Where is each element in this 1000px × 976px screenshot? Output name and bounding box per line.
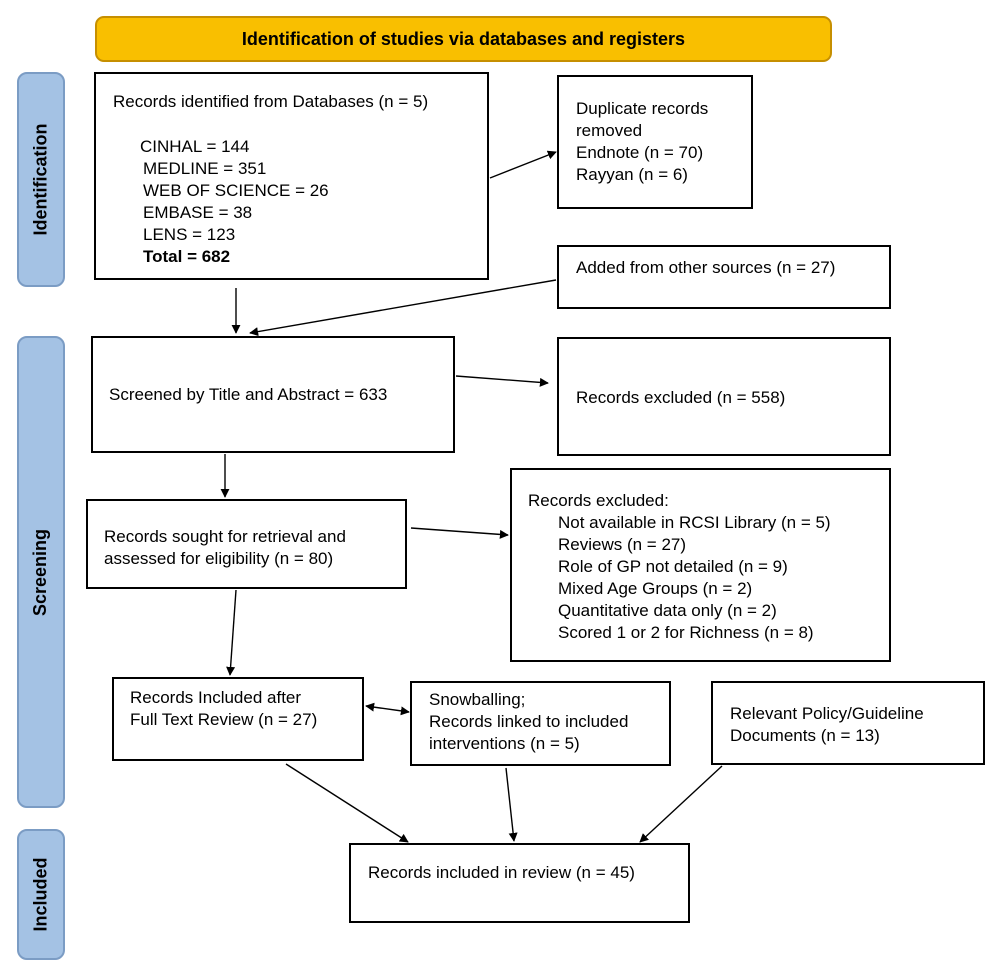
excluded-tiab-box: Records excluded (n = 558) bbox=[557, 337, 891, 456]
excluded-reason: Role of GP not detailed (n = 9) bbox=[558, 557, 788, 576]
arrow-fulltext-to-final bbox=[285, 763, 409, 843]
arrow-policy-to-final bbox=[639, 765, 723, 843]
excluded-reason: Reviews (n = 27) bbox=[558, 535, 687, 554]
excluded-full-heading: Records excluded: bbox=[528, 491, 669, 510]
excluded-reason: Scored 1 or 2 for Richness (n = 8) bbox=[558, 623, 814, 642]
header-banner: Identification of studies via databases … bbox=[95, 16, 832, 62]
final-included-text: Records included in review (n = 45) bbox=[368, 863, 635, 882]
arrow-other-sources-to-screened bbox=[249, 279, 557, 337]
arrow-snowballing-to-final bbox=[505, 767, 518, 842]
databases-heading: Records identified from Databases (n = 5… bbox=[113, 92, 429, 111]
excluded-reason: Quantitative data only (n = 2) bbox=[558, 601, 777, 620]
excluded-full-box: Records excluded: Not available in RCSI … bbox=[510, 468, 891, 662]
sought-line: assessed for eligibility (n = 80) bbox=[104, 549, 334, 568]
screened-text: Screened by Title and Abstract = 633 bbox=[109, 385, 388, 404]
final-included-box: Records included in review (n = 45) bbox=[349, 843, 690, 923]
database-item: CINHAL = 144 bbox=[140, 137, 250, 156]
databases-box: Records identified from Databases (n = 5… bbox=[94, 72, 489, 280]
database-item: MEDLINE = 351 bbox=[143, 159, 267, 178]
snowballing-box: Snowballing; Records linked to included … bbox=[410, 681, 671, 766]
screened-box: Screened by Title and Abstract = 633 bbox=[91, 336, 455, 453]
included-fulltext-box: Records Included after Full Text Review … bbox=[112, 677, 364, 761]
policy-line: Relevant Policy/Guideline bbox=[730, 704, 924, 723]
duplicates-line: removed bbox=[576, 121, 643, 140]
arrow-included-snowballing bbox=[365, 702, 410, 716]
snowballing-line: interventions (n = 5) bbox=[429, 734, 580, 753]
duplicates-line: Rayyan (n = 6) bbox=[576, 165, 688, 184]
snowballing-line: Records linked to included bbox=[429, 712, 629, 731]
phase-identification: Identification bbox=[17, 72, 65, 287]
duplicates-box: Duplicate records removed Endnote (n = 7… bbox=[557, 75, 753, 209]
arrow-to-excluded-full bbox=[410, 527, 509, 539]
snowballing-line: Snowballing; bbox=[429, 690, 526, 709]
excluded-reason: Not available in RCSI Library (n = 5) bbox=[558, 513, 831, 532]
policy-line: Documents (n = 13) bbox=[730, 726, 880, 745]
database-item: EMBASE = 38 bbox=[143, 203, 253, 222]
excluded-reason: Mixed Age Groups (n = 2) bbox=[558, 579, 753, 598]
arrow-to-excluded-tiab bbox=[455, 375, 549, 387]
duplicates-line: Endnote (n = 70) bbox=[576, 143, 704, 162]
included-fulltext-line: Records Included after bbox=[130, 688, 302, 707]
policy-box: Relevant Policy/Guideline Documents (n =… bbox=[711, 681, 985, 765]
sought-box: Records sought for retrieval and assesse… bbox=[86, 499, 407, 589]
header-title: Identification of studies via databases … bbox=[241, 28, 686, 49]
other-sources-text: Added from other sources (n = 27) bbox=[576, 258, 836, 277]
arrow-sought-to-included bbox=[226, 589, 237, 676]
database-item: LENS = 123 bbox=[143, 225, 236, 244]
other-sources-box: Added from other sources (n = 27) bbox=[557, 245, 891, 309]
database-item: WEB OF SCIENCE = 26 bbox=[143, 181, 329, 200]
arrow-to-duplicates bbox=[489, 150, 557, 179]
databases-total: Total = 682 bbox=[143, 247, 231, 266]
excluded-tiab-text: Records excluded (n = 558) bbox=[576, 388, 786, 407]
phase-screening: Screening bbox=[17, 336, 65, 808]
sought-line: Records sought for retrieval and bbox=[104, 527, 346, 546]
phase-included: Included bbox=[17, 829, 65, 960]
duplicates-line: Duplicate records bbox=[576, 99, 709, 118]
included-fulltext-line: Full Text Review (n = 27) bbox=[130, 710, 318, 729]
